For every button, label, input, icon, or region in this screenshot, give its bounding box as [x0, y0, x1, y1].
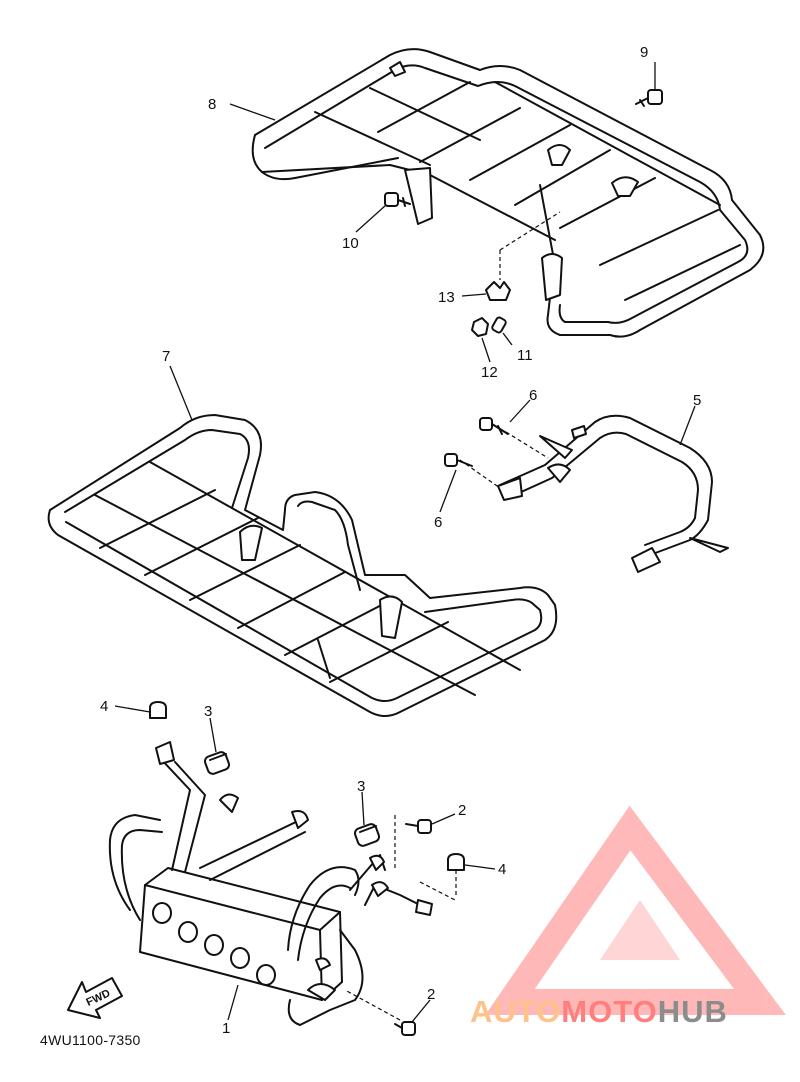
collar-part-10	[491, 316, 507, 334]
bolt-part-6-lower	[444, 453, 473, 467]
cap-part-4-right	[447, 853, 465, 871]
damper-part-3-left	[203, 751, 231, 775]
cap-part-4-left	[149, 701, 167, 719]
watermark-hub: HUB	[657, 994, 728, 1029]
callout-6-lower: 6	[434, 514, 442, 531]
clip-part-13	[485, 281, 511, 301]
callout-12: 12	[481, 364, 498, 381]
leader-lines	[114, 62, 696, 1023]
bolt-part-11	[635, 89, 663, 107]
callout-3-right: 3	[357, 778, 365, 795]
bolt-part-6-upper	[479, 417, 509, 435]
callout-5: 5	[693, 392, 701, 409]
callout-13: 13	[438, 289, 455, 306]
damper-part-3-right	[353, 823, 381, 847]
callout-3-left: 3	[204, 703, 212, 720]
assembly-lines	[344, 211, 561, 1021]
nut-part-12	[471, 317, 489, 337]
watermark-logo	[485, 805, 786, 1015]
callout-4-left: 4	[100, 698, 108, 715]
rear-carrier-part-8	[251, 48, 765, 338]
front-carrier-part-7	[47, 414, 558, 717]
watermark-brand: AUTOMOTOHUB	[470, 994, 800, 1030]
callout-10: 11	[517, 347, 533, 364]
callout-11: 9	[640, 44, 648, 61]
watermark-moto: MOTO	[561, 994, 658, 1029]
watermark-auto: AUTO	[470, 994, 562, 1029]
bolt-part-9	[384, 192, 411, 207]
bolt-part-2-upper	[405, 819, 432, 834]
callout-6-upper: 6	[529, 387, 537, 404]
fwd-arrow: FWD	[67, 977, 123, 1019]
callout-1: 1	[222, 1020, 230, 1037]
callout-2-upper: 2	[458, 802, 466, 819]
bolt-part-2-lower	[394, 1021, 416, 1036]
front-bumper-part-1	[108, 741, 433, 1026]
callout-7: 7	[162, 348, 170, 365]
diagram-code: 4WU1100-7350	[40, 1032, 141, 1048]
callout-2-lower: 2	[427, 986, 435, 1003]
hardware	[149, 89, 663, 1036]
grab-bar-part-5	[497, 414, 729, 573]
callout-4-right: 4	[498, 861, 506, 878]
callout-8: 8	[208, 96, 216, 113]
callout-9: 10	[342, 235, 359, 252]
callout-labels: 8 9 10 13 11 12 7 6 5 6 4 3 3 2 4 2 1	[100, 44, 701, 1037]
